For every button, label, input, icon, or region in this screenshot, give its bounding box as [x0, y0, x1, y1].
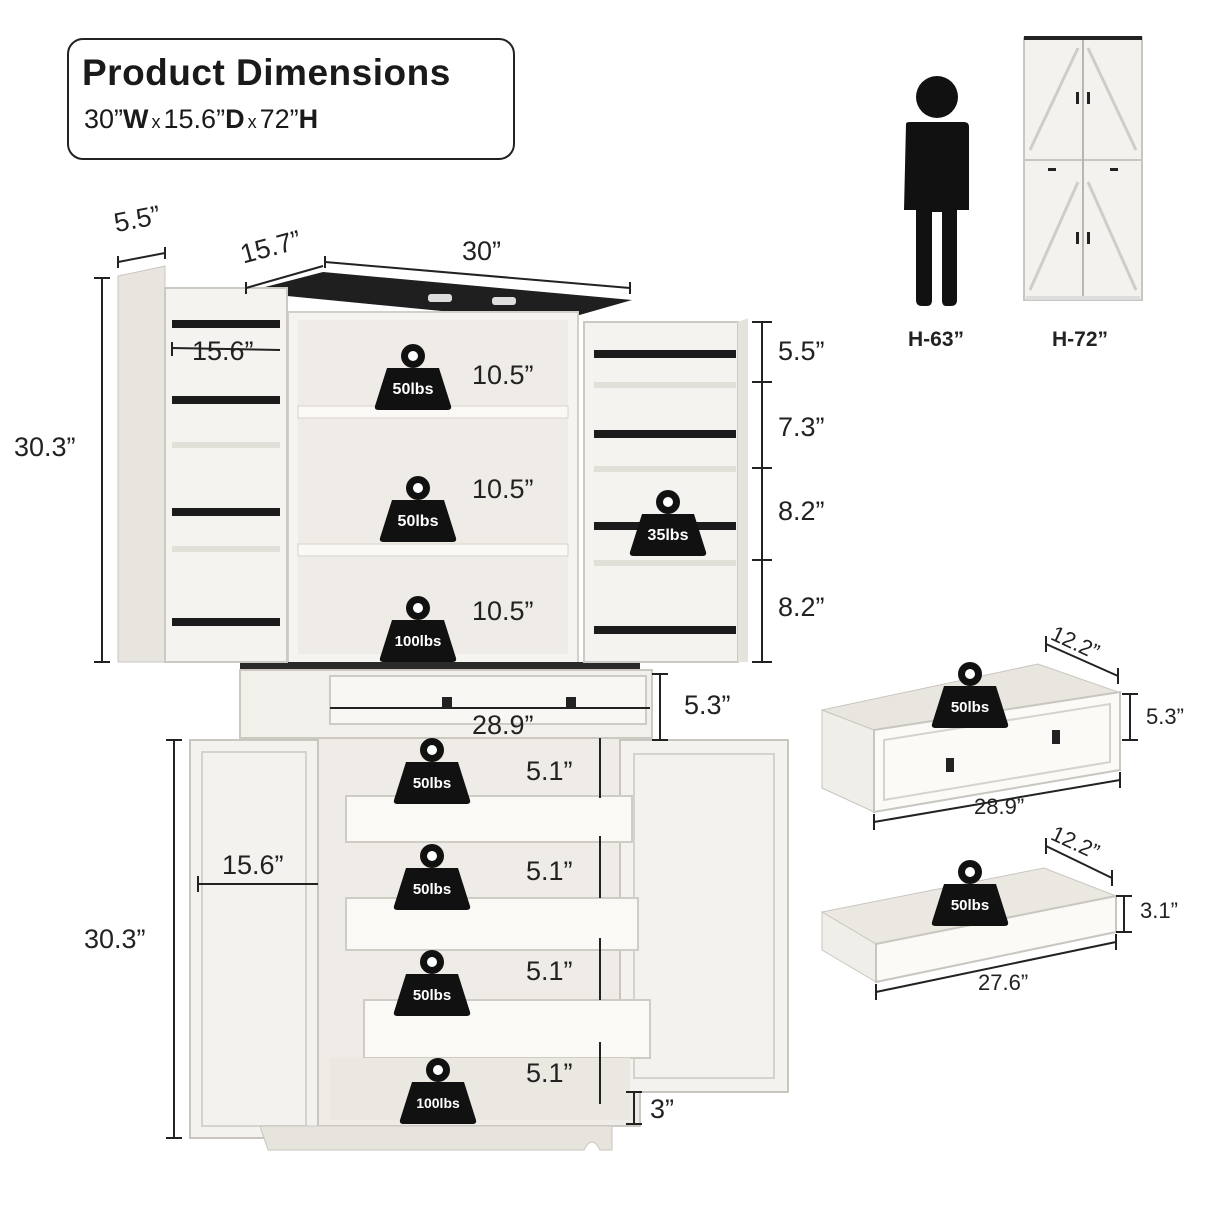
drawer-height-3: 5.1” [526, 956, 573, 986]
upper-inner-depth-label: 15.6” [192, 336, 254, 366]
weight-icon-detail-bottom: 50lbs [931, 860, 1009, 926]
weight-icon-lower-4: 100lbs [399, 1058, 477, 1124]
leg-height-label: 3” [650, 1094, 675, 1124]
person-silhouette-icon [904, 76, 969, 306]
height-value: 72” [259, 104, 299, 134]
drawer-height-1: 5.1” [526, 756, 573, 786]
weight-label: 35lbs [648, 527, 689, 544]
separator-1: x [151, 112, 161, 132]
detail-bottom-width-label: 27.6” [978, 970, 1029, 995]
weight-label: 50lbs [413, 775, 451, 792]
upper-height-label: 30.3” [14, 432, 76, 462]
cabinet-height-label: H-72” [1052, 328, 1109, 351]
weight-label: 50lbs [951, 699, 989, 716]
drawer-height-4: 5.1” [526, 1058, 573, 1088]
weight-label: 50lbs [951, 897, 989, 914]
upper-shelf-gap-3: 10.5” [472, 596, 534, 626]
weight-label: 50lbs [413, 987, 451, 1004]
weight-label: 50lbs [413, 881, 451, 898]
width-unit: W [123, 104, 149, 134]
upper-width-label: 30” [462, 236, 502, 266]
weight-icon-lower-1: 50lbs [393, 738, 471, 804]
weight-icon-upper-1: 50lbs [374, 344, 452, 410]
mini-cabinet-icon [1023, 36, 1143, 301]
door-rack-gap-1: 5.5” [778, 336, 825, 366]
door-rack-gap-2: 7.3” [778, 412, 825, 442]
weight-label: 100lbs [395, 633, 442, 650]
weight-icon-lower-3: 50lbs [393, 950, 471, 1016]
person-height-label: H-63” [908, 328, 965, 351]
lower-height-label: 30.3” [84, 924, 146, 954]
separator-2: x [247, 112, 257, 132]
detail-bottom-height-label: 3.1” [1140, 898, 1178, 923]
drawer-height-2: 5.1” [526, 856, 573, 886]
depth-unit: D [225, 104, 245, 134]
upper-cabinet [117, 265, 748, 670]
upper-shelf-gap-2: 10.5” [472, 474, 534, 504]
weight-label: 100lbs [416, 1095, 460, 1111]
door-rack-gap-3: 8.2” [778, 496, 825, 526]
lower-cabinet [189, 669, 789, 1151]
top-drawer-width-label: 28.9” [472, 710, 534, 740]
weight-icon-detail-top: 50lbs [931, 662, 1009, 728]
detail-top-height-label: 5.3” [1146, 704, 1184, 729]
upper-shelf-gap-1: 10.5” [472, 360, 534, 390]
width-value: 30” [84, 104, 124, 134]
dimension-lines [94, 247, 1138, 1139]
weight-icon-upper-2: 50lbs [379, 476, 457, 542]
weight-label: 50lbs [398, 513, 439, 530]
weight-icon-lower-2: 50lbs [393, 844, 471, 910]
dimensions-title-box [67, 38, 515, 160]
top-drawer-height-label: 5.3” [684, 690, 731, 720]
door-rack-gap-4: 8.2” [778, 592, 825, 622]
weight-icon-door: 35lbs [629, 490, 707, 556]
weight-label: 50lbs [393, 381, 434, 398]
weight-icon-upper-3: 100lbs [379, 596, 457, 662]
detail-top-width-label: 28.9” [974, 794, 1025, 819]
lower-inner-depth-label: 15.6” [222, 850, 284, 880]
height-unit: H [298, 104, 319, 134]
page-title: Product Dimensions [82, 52, 451, 93]
depth-value: 15.6” [163, 104, 226, 134]
